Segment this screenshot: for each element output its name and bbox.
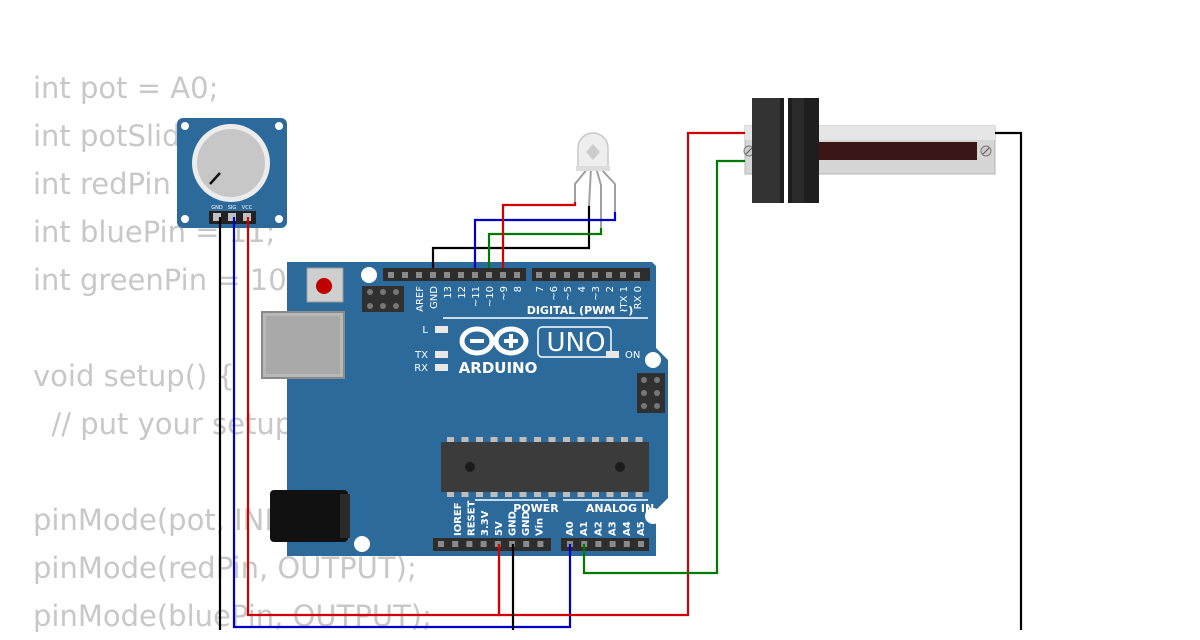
svg-text:ON: ON	[625, 350, 640, 361]
microcontroller-chip	[441, 442, 649, 492]
power-pin-label: 3.3V	[480, 510, 491, 536]
analog-header-title: ANALOG IN	[586, 502, 654, 515]
arduino-logo	[459, 326, 529, 356]
svg-text:TX: TX	[414, 350, 428, 361]
digital-pin-label: ~5	[563, 286, 574, 301]
digital-header-right	[532, 268, 650, 281]
digital-pin-label: AREF	[415, 286, 426, 312]
wire-blue-pin11	[473, 212, 617, 268]
analog-pin-label: A2	[593, 521, 604, 536]
reset-button[interactable]	[306, 267, 344, 303]
analog-pin-label: A0	[565, 521, 576, 536]
digital-pin-label: RX 0	[633, 286, 644, 309]
wire-green-pin10	[487, 228, 603, 268]
uno-model-label: UNO	[547, 328, 606, 358]
power-pin-label: 5V	[494, 521, 505, 536]
wire-5v-to-slider	[497, 131, 745, 617]
svg-text:L: L	[422, 325, 428, 336]
digital-pin-label: GND	[429, 286, 440, 309]
digital-pin-label: 4	[577, 286, 588, 292]
digital-header-title: DIGITAL (PWM ~)	[527, 304, 634, 317]
mount-hole	[354, 536, 370, 552]
digital-pin-label: ~10	[485, 286, 496, 307]
analog-pin-label: A3	[608, 521, 619, 536]
pot-pin-label-gnd: GND	[211, 205, 223, 211]
mount-hole	[645, 352, 661, 368]
digital-pin-label: 12	[457, 286, 468, 299]
wire-black-ground	[431, 206, 591, 268]
power-pin-label: GND	[521, 511, 532, 536]
code-line: int pot = A0;	[33, 71, 219, 105]
led-l	[435, 326, 448, 333]
rotary-potentiometer[interactable]: GND SIG VCC	[177, 118, 287, 228]
digital-pin-label: ~3	[591, 286, 602, 301]
power-pin-label: IOREF	[453, 502, 464, 536]
wires	[218, 131, 1023, 630]
analog-pin-label: A4	[622, 521, 633, 536]
digital-pin-label: TX 1	[619, 286, 630, 310]
power-pin-label: RESET	[467, 500, 478, 536]
wire-a1-slider	[582, 159, 745, 575]
power-pin-label: GND	[507, 511, 518, 536]
digital-pin-label: ~6	[549, 286, 560, 301]
mount-hole	[645, 508, 661, 524]
code-line: int bluePin = 11;	[33, 215, 276, 249]
mount-hole	[361, 267, 377, 283]
digital-pin-label: 13	[443, 286, 454, 299]
wire-red-pin9	[501, 202, 577, 268]
digital-pin-label: 8	[513, 286, 524, 292]
power-pin-label: Vin	[535, 518, 546, 536]
slide-pot-track	[800, 142, 977, 160]
wire-slider-gnd	[995, 131, 1023, 630]
pot-knob[interactable]	[197, 129, 265, 197]
rgb-led[interactable]	[574, 132, 616, 228]
svg-text:RX: RX	[414, 363, 428, 374]
slide-potentiometer[interactable]	[743, 98, 996, 203]
analog-pin-label: A5	[636, 521, 647, 536]
led-on	[606, 351, 619, 358]
code-line: pinMode(redPin, OUTPUT);	[33, 551, 417, 585]
led-rx	[435, 364, 448, 371]
digital-pin-label: ~9	[499, 286, 510, 301]
power-header	[433, 538, 551, 551]
dc-power-jack	[270, 490, 348, 542]
digital-pin-label: ~11	[471, 286, 482, 307]
power-header-title: POWER	[513, 502, 559, 515]
digital-pin-label: 7	[535, 286, 546, 292]
pot-pin-label-sig: SIG	[228, 205, 237, 211]
pot-pin-label-vcc: VCC	[242, 205, 253, 211]
analog-header	[561, 538, 649, 551]
led-tx	[435, 351, 448, 358]
pot-knob-indicator	[209, 172, 221, 185]
arduino-brand: ARDUINO	[459, 359, 538, 377]
code-line: void setup() {	[33, 359, 235, 393]
analog-pin-label: A1	[579, 521, 590, 536]
wire-pot-sig	[232, 217, 572, 629]
digital-pin-label: 2	[605, 286, 616, 292]
